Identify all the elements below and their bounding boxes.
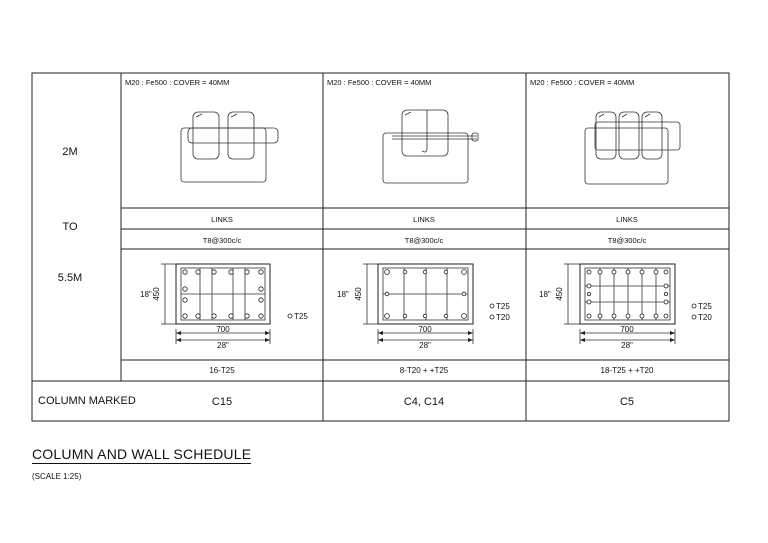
column-1-width-in: 28" bbox=[217, 341, 229, 350]
column-3-mark: C5 bbox=[620, 396, 634, 408]
column-3-links-label: LINKS bbox=[616, 215, 638, 224]
t20-legend-icon bbox=[691, 314, 697, 320]
column-2-width-mm: 700 bbox=[418, 325, 432, 334]
column-2-links-value: T8@300c/c bbox=[405, 236, 444, 245]
schedule-table-grid bbox=[31, 72, 730, 422]
column-3-bars: 18-T25 + +T20 bbox=[601, 366, 654, 375]
column-2-spec: M20 : Fe500 : COVER = 40MM bbox=[327, 78, 431, 87]
column-1-width-mm: 700 bbox=[216, 325, 230, 334]
column-3-links-value: T8@300c/c bbox=[608, 236, 647, 245]
column-1-legend-t25: T25 bbox=[294, 312, 308, 321]
column-1-links-diagram bbox=[180, 111, 279, 183]
column-3-width-mm: 700 bbox=[620, 325, 634, 334]
column-3-depth-mm: 450 bbox=[555, 287, 564, 301]
drawing-title: COLUMN AND WALL SCHEDULE bbox=[32, 446, 252, 464]
title-block: COLUMN AND WALL SCHEDULE (SCALE 1:25) bbox=[32, 446, 252, 481]
column-2-legend-t25: T25 bbox=[496, 302, 510, 311]
column-2-bars: 8-T20 + +T25 bbox=[400, 366, 449, 375]
range-top-label: 2M bbox=[62, 146, 77, 158]
column-1-mark: C15 bbox=[212, 396, 232, 408]
column-2-depth-mm: 450 bbox=[354, 287, 363, 301]
column-1-section bbox=[161, 263, 293, 344]
t25-legend-icon bbox=[691, 303, 697, 309]
column-1-links-value: T8@300c/c bbox=[203, 236, 242, 245]
column-1-depth-in: 18" bbox=[140, 290, 152, 299]
t25-legend-icon bbox=[489, 303, 495, 309]
t25-legend-icon bbox=[287, 313, 293, 319]
column-2-rebar bbox=[384, 269, 467, 319]
column-3-links-diagram bbox=[584, 111, 681, 185]
column-1-spec: M20 : Fe500 : COVER = 40MM bbox=[125, 78, 229, 87]
column-1-bars: 16-T25 bbox=[209, 366, 235, 375]
range-bottom-label: 5.5M bbox=[58, 272, 82, 284]
column-3-section bbox=[564, 263, 697, 344]
column-3-rebar bbox=[586, 269, 669, 319]
column-2-mark: C4, C14 bbox=[404, 396, 444, 408]
column-3-depth-in: 18" bbox=[539, 290, 551, 299]
column-2-legend-t20: T20 bbox=[496, 313, 510, 322]
column-marked-label: COLUMN MARKED bbox=[38, 395, 136, 407]
drawing-scale: (SCALE 1:25) bbox=[32, 472, 82, 481]
column-2-section bbox=[363, 263, 495, 344]
column-2-depth-in: 18" bbox=[337, 290, 349, 299]
column-1-links-label: LINKS bbox=[211, 215, 233, 224]
t20-legend-icon bbox=[489, 314, 495, 320]
column-3-width-in: 28" bbox=[621, 341, 633, 350]
column-2-width-in: 28" bbox=[419, 341, 431, 350]
range-mid-label: TO bbox=[62, 221, 78, 233]
column-2-links-label: LINKS bbox=[413, 215, 435, 224]
column-1-depth-mm: 450 bbox=[152, 287, 161, 301]
column-3-spec: M20 : Fe500 : COVER = 40MM bbox=[530, 78, 634, 87]
column-3-legend-t20: T20 bbox=[698, 313, 712, 322]
column-3-legend-t25: T25 bbox=[698, 302, 712, 311]
column-1-rebar bbox=[182, 269, 264, 319]
column-2-links-diagram bbox=[382, 109, 479, 184]
